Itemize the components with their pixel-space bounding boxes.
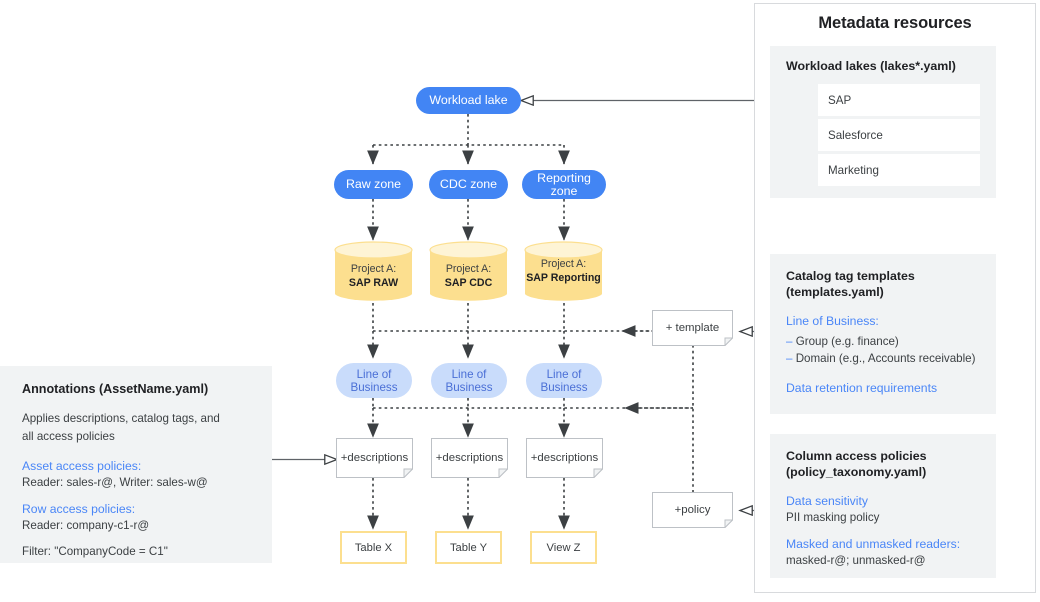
annotations-description: Applies descriptions, catalog tags, and … <box>22 410 256 446</box>
node-raw-zone[interactable]: Raw zone <box>334 170 413 199</box>
row-access-policies-heading: Row access policies: <box>22 502 136 516</box>
node-project-sap-cdc-label: Project A: SAP CDC <box>429 263 508 290</box>
note-shape <box>652 492 733 528</box>
node-line-of-business-1[interactable]: Line of Business <box>336 363 412 398</box>
row-access-policies-text: Reader: company-c1-r@ <box>22 519 150 532</box>
node-workload-lake-label: Workload lake <box>429 93 508 107</box>
lake-item-salesforce-label: Salesforce <box>828 128 883 142</box>
project-prefix: Project A: <box>445 263 492 275</box>
catalog-tag-templates-title-line1: Catalog tag templates <box>786 269 915 283</box>
node-template-note-label: + template <box>665 322 720 334</box>
row-filter-text: Filter: "CompanyCode = C1" <box>22 545 168 558</box>
node-project-sap-reporting-label: Project A: SAP Reporting <box>524 258 603 285</box>
node-output-table-x[interactable]: Table X <box>340 531 407 564</box>
masked-readers-heading: Masked and unmasked readers: <box>786 537 961 551</box>
lake-item-sap[interactable]: SAP <box>818 84 980 116</box>
bullet-dash: – <box>786 352 793 365</box>
asset-access-policies-text: Reader: sales-r@, Writer: sales-w@ <box>22 476 208 489</box>
note-shape <box>526 438 603 478</box>
node-line-of-business-2-label: Line of Business <box>445 367 493 394</box>
node-output-view-z-label: View Z <box>546 541 581 554</box>
project-name: SAP CDC <box>444 276 493 289</box>
annotations-title: Annotations (AssetName.yaml) <box>22 382 209 396</box>
pii-masking-policy-text: PII masking policy <box>786 511 880 524</box>
node-descriptions-1-label: +descriptions <box>340 452 409 464</box>
lob-bullet-group-label: Group (e.g. finance) <box>795 335 899 348</box>
cylinder-shape <box>524 241 603 301</box>
node-line-of-business-2[interactable]: Line of Business <box>431 363 507 398</box>
asset-access-policies-heading: Asset access policies: <box>22 459 142 473</box>
lob-bullet-domain-label: Domain (e.g., Accounts receivable) <box>795 352 976 365</box>
column-access-policies-title-line1: Column access policies <box>786 449 927 463</box>
node-output-view-z[interactable]: View Z <box>530 531 597 564</box>
node-line-of-business-3[interactable]: Line of Business <box>526 363 602 398</box>
node-descriptions-2[interactable]: +descriptions <box>431 438 508 478</box>
node-project-sap-raw[interactable]: Project A: SAP RAW <box>334 241 413 303</box>
node-project-sap-raw-label: Project A: SAP RAW <box>334 263 413 290</box>
bullet-dash: – <box>786 335 793 348</box>
project-prefix: Project A: <box>350 263 397 275</box>
catalog-tag-templates-title-line2: (templates.yaml) <box>786 285 884 299</box>
node-project-sap-reporting[interactable]: Project A: SAP Reporting <box>524 241 603 303</box>
lob-bullet-group: – Group (e.g. finance) <box>786 333 982 350</box>
node-output-table-y-label: Table Y <box>449 541 488 554</box>
node-cdc-zone-label: CDC zone <box>439 177 498 191</box>
node-reporting-zone-label: Reporting zone <box>537 170 591 198</box>
project-prefix: Project A: <box>540 258 587 270</box>
note-shape <box>431 438 508 478</box>
project-name: SAP RAW <box>348 276 399 289</box>
node-line-of-business-3-label: Line of Business <box>540 367 588 394</box>
line-of-business-heading: Line of Business: <box>786 314 879 328</box>
cylinder-shape <box>429 241 508 301</box>
lake-item-sap-label: SAP <box>828 93 852 107</box>
cylinder-shape <box>334 241 413 301</box>
node-descriptions-2-label: +descriptions <box>435 452 504 464</box>
catalog-tag-templates-section: Catalog tag templates (templates.yaml) L… <box>770 254 996 414</box>
annotations-description-line2: all access policies <box>22 430 115 443</box>
node-policy-note[interactable]: +policy <box>652 492 733 528</box>
node-descriptions-3-label: +descriptions <box>530 452 599 464</box>
node-output-table-x-label: Table X <box>354 541 393 554</box>
node-policy-note-label: +policy <box>674 504 711 516</box>
note-shape <box>336 438 413 478</box>
workload-lakes-title: Workload lakes (lakes*.yaml) <box>786 59 956 73</box>
node-descriptions-3[interactable]: +descriptions <box>526 438 603 478</box>
data-sensitivity-heading: Data sensitivity <box>786 494 868 508</box>
workload-lakes-section: Workload lakes (lakes*.yaml) SAP Salesfo… <box>770 46 996 198</box>
node-descriptions-1[interactable]: +descriptions <box>336 438 413 478</box>
lake-item-marketing[interactable]: Marketing <box>818 154 980 186</box>
column-access-policies-title-line2: (policy_taxonomy.yaml) <box>786 465 927 479</box>
note-shape <box>652 310 733 346</box>
node-output-table-y[interactable]: Table Y <box>435 531 502 564</box>
node-project-sap-cdc[interactable]: Project A: SAP CDC <box>429 241 508 303</box>
masked-readers-text: masked-r@; unmasked-r@ <box>786 554 926 567</box>
node-reporting-zone[interactable]: Reporting zone <box>522 170 606 199</box>
node-template-note[interactable]: + template <box>652 310 733 346</box>
lake-item-salesforce[interactable]: Salesforce <box>818 119 980 151</box>
data-retention-heading: Data retention requirements <box>786 381 938 395</box>
column-access-policies-section: Column access policies (policy_taxonomy.… <box>770 434 996 578</box>
node-line-of-business-1-label: Line of Business <box>350 367 398 394</box>
node-cdc-zone[interactable]: CDC zone <box>429 170 508 199</box>
node-workload-lake[interactable]: Workload lake <box>416 87 521 114</box>
project-name: SAP Reporting <box>526 271 601 284</box>
annotations-panel: Annotations (AssetName.yaml) Applies des… <box>0 366 272 563</box>
lake-item-marketing-label: Marketing <box>828 163 879 177</box>
annotations-description-line1: Applies descriptions, catalog tags, and <box>22 412 220 425</box>
lob-bullet-domain: – Domain (e.g., Accounts receivable) <box>786 350 982 367</box>
metadata-resources-title: Metadata resources <box>818 14 972 32</box>
node-raw-zone-label: Raw zone <box>345 177 402 191</box>
